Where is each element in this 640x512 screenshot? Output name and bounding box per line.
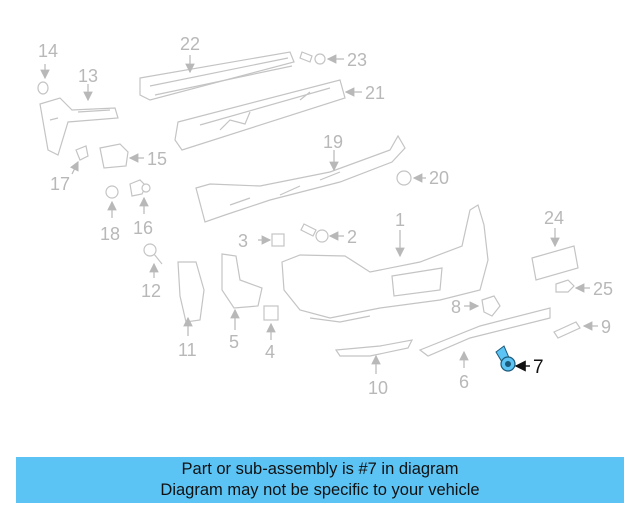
part-22-impact-bar: [139, 51, 295, 101]
part-25-bulb: [555, 279, 590, 293]
callout-5: 5: [229, 332, 239, 352]
callout-19: 19: [323, 132, 343, 152]
part-15-guide-bracket: [99, 143, 144, 169]
parts-diagram: 22 23 21 14 13 17 15 18: [37, 34, 613, 398]
callout-16: 16: [133, 218, 153, 238]
callout-22: 22: [180, 34, 200, 54]
callout-6: 6: [459, 372, 469, 392]
part-9-reflector: [553, 321, 598, 339]
callout-17: 17: [50, 174, 70, 194]
callout-2: 2: [347, 227, 357, 247]
part-24-license-plate-mount: [531, 228, 579, 281]
callout-13: 13: [78, 66, 98, 86]
part-1-bumper-cover: [281, 204, 489, 323]
part-7-screw-highlighted[interactable]: [495, 345, 516, 372]
callout-7: 7: [533, 357, 544, 378]
callout-21: 21: [365, 83, 385, 103]
part-17-clip: [69, 145, 89, 175]
part-16-screw: [129, 179, 151, 214]
part-20-nut: [396, 170, 426, 186]
part-2-bolt: [300, 223, 344, 243]
part-13-side-bracket: [39, 84, 119, 156]
callout-25: 25: [593, 279, 613, 299]
part-10-trim-strip: [334, 339, 414, 374]
callout-8: 8: [451, 297, 461, 317]
part-21-energy-absorber: [174, 79, 362, 151]
callout-12: 12: [141, 281, 161, 301]
part-19-bumper-carrier: [195, 134, 406, 223]
part-12-screw: [143, 243, 163, 278]
callout-20: 20: [429, 168, 449, 188]
part-23-bolt: [299, 51, 344, 65]
callout-3: 3: [238, 231, 248, 251]
callout-23: 23: [347, 50, 367, 70]
callout-4: 4: [265, 342, 275, 362]
part-5-side-bracket: [221, 253, 263, 330]
callout-15: 15: [147, 149, 167, 169]
part-6-lower-trim: [418, 307, 551, 368]
part-4-clip: [263, 305, 279, 340]
info-banner: Part or sub-assembly is #7 in diagram Di…: [16, 457, 624, 503]
callout-11: 11: [178, 340, 197, 360]
callout-14: 14: [38, 41, 58, 61]
part-3-clip: [258, 233, 285, 247]
callout-10: 10: [368, 378, 388, 398]
banner-line-2: Diagram may not be specific to your vehi…: [160, 481, 480, 499]
part-18-nut: [105, 185, 119, 218]
callout-9: 9: [601, 317, 611, 337]
banner-line-1: Part or sub-assembly is #7 in diagram: [181, 460, 459, 478]
callout-24: 24: [544, 208, 564, 228]
part-11-support-bracket: [177, 261, 205, 336]
part-8-bolt: [464, 295, 501, 317]
callout-18: 18: [100, 224, 120, 244]
callout-1: 1: [395, 210, 405, 230]
part-14-clip: [37, 64, 50, 95]
